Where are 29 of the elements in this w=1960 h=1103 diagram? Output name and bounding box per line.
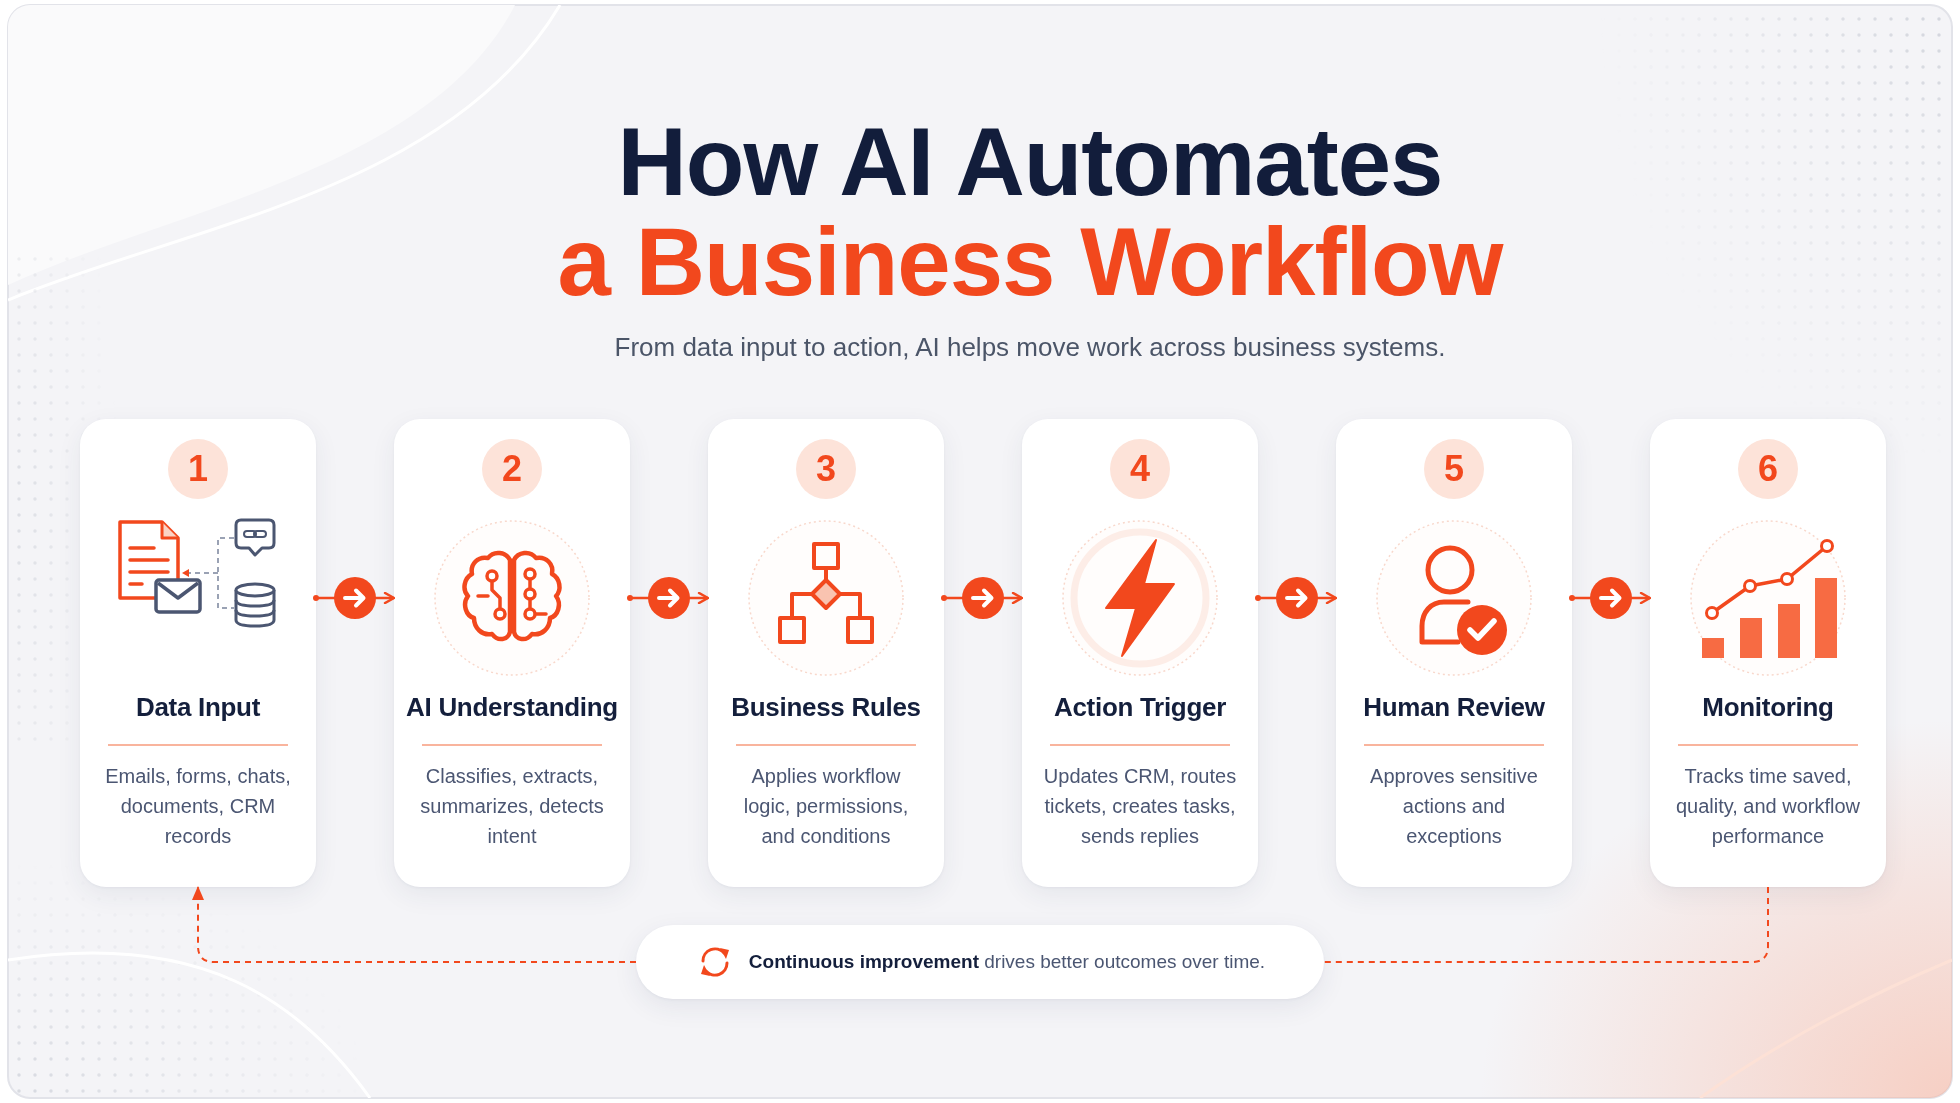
step-title: Action Trigger bbox=[1053, 692, 1226, 722]
step-card bbox=[1650, 419, 1886, 887]
step-number-badge: 1 bbox=[168, 439, 228, 499]
step-description: Classifies, extracts, summarizes, detects intent bbox=[420, 765, 604, 847]
step-card bbox=[1336, 419, 1572, 887]
subtitle: From data input to action, AI helps move work across business systems. bbox=[614, 332, 1446, 362]
step-title: Human Review bbox=[1363, 692, 1545, 722]
step-title: Monitoring bbox=[1702, 692, 1834, 722]
step-description: Approves sensitive actions and exceptions bbox=[1370, 765, 1538, 847]
step-description: Updates CRM, routes tickets, creates tasks, sends replies bbox=[1043, 765, 1237, 847]
step-card bbox=[394, 419, 630, 887]
step-card bbox=[1022, 419, 1258, 887]
title: How AI Automates a Business Workflow bbox=[557, 112, 1503, 312]
step-description: Emails, forms, chats, documents, CRM records bbox=[105, 765, 291, 847]
step-title: Data Input bbox=[135, 692, 261, 722]
step-card bbox=[708, 419, 944, 887]
step-number-badge: 6 bbox=[1738, 439, 1798, 499]
step-title: Business Rules bbox=[731, 692, 921, 722]
step-title: AI Understanding bbox=[406, 692, 618, 722]
step-card bbox=[80, 419, 316, 887]
step-number-badge: 3 bbox=[796, 439, 856, 499]
step-number-badge: 5 bbox=[1424, 439, 1484, 499]
dashed-arrow bbox=[192, 886, 637, 963]
step-number-badge: 4 bbox=[1110, 439, 1170, 499]
improvement-note: Continuous improvement drives better outcomes over time. bbox=[748, 951, 1266, 973]
step-description: Tracks time saved, quality, and workflow performance bbox=[1675, 765, 1861, 847]
step-description: Applies workflow logic, permissions, and conditions bbox=[743, 765, 909, 847]
step-number-badge: 2 bbox=[482, 439, 542, 499]
dashed-connector-line bbox=[1323, 886, 1769, 963]
